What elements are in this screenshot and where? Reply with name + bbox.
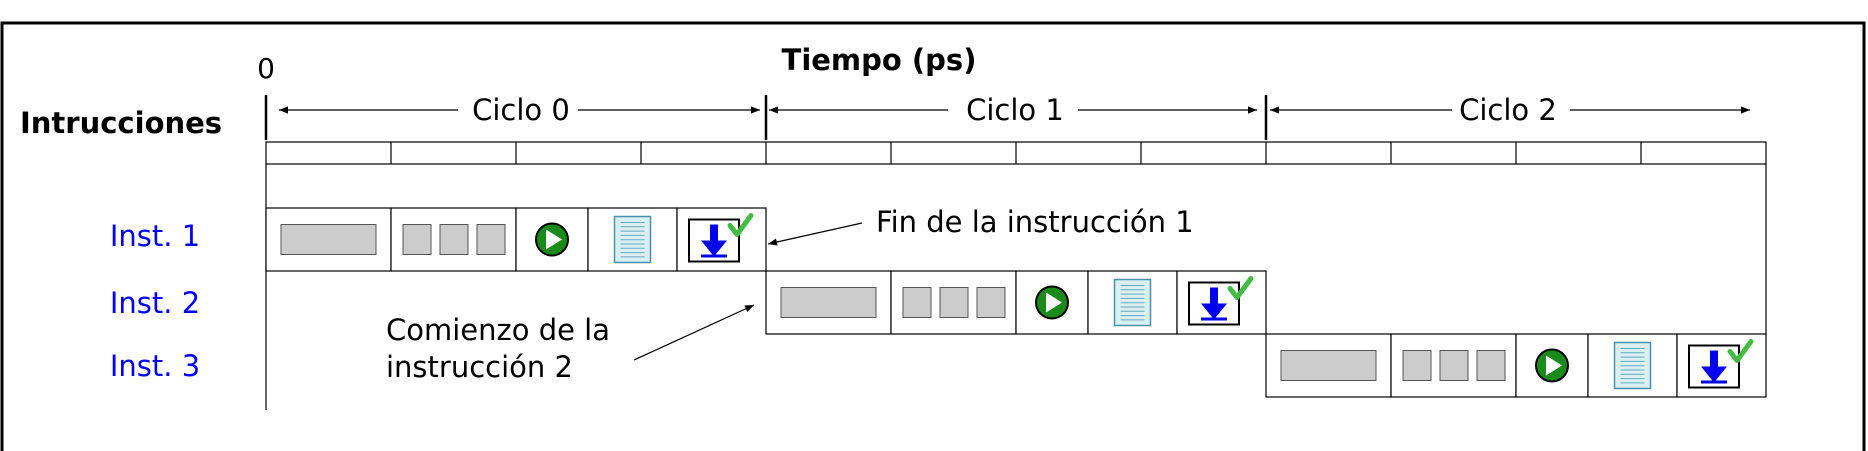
row-header: Intrucciones [20, 106, 222, 140]
instruction-label-3: Inst. 3 [110, 349, 200, 383]
start-instruction-2-label-line2: instrucción 2 [386, 350, 573, 384]
pipeline-rows [265, 207, 1767, 398]
fetch-box-icon [1280, 350, 1377, 381]
time-origin-label: 0 [257, 52, 275, 85]
end-instruction-1-label: Fin de la instrucción 1 [876, 205, 1194, 239]
decode-registers-icon [1402, 350, 1506, 381]
memory-document-icon [1613, 341, 1652, 390]
time-axis-title: Tiempo (ps) [782, 43, 977, 77]
memory-document-icon [613, 215, 652, 264]
writeback-download-check-icon [688, 213, 754, 263]
decode-registers-icon [402, 224, 506, 255]
writeback-download-check-icon [1688, 339, 1754, 389]
instruction-label-2: Inst. 2 [110, 286, 200, 320]
execute-play-icon [1035, 285, 1069, 320]
instruction-1-stages [265, 207, 767, 272]
execute-play-icon [535, 222, 569, 257]
cycle-2-label: Ciclo 2 [1459, 93, 1557, 127]
memory-document-icon [1113, 278, 1152, 327]
start-instruction-2-label-line1: Comienzo de la [386, 313, 610, 347]
instruction-label-1: Inst. 1 [110, 219, 200, 253]
end-instruction-1-arrow [767, 222, 863, 246]
writeback-download-check-icon [1188, 276, 1254, 326]
cycle-1-label: Ciclo 1 [966, 93, 1064, 127]
diagram-frame [0, 21, 1866, 451]
start-instruction-2-arrow [633, 304, 755, 361]
decode-registers-icon [902, 287, 1006, 318]
fetch-box-icon [280, 224, 377, 255]
cycle-0-label: Ciclo 0 [472, 93, 570, 127]
fetch-box-icon [780, 287, 877, 318]
time-scale-grid [265, 141, 1767, 334]
cycle-boundaries [264, 95, 1268, 140]
instruction-2-stages [765, 270, 1267, 335]
instruction-3-stages [1265, 333, 1767, 398]
execute-play-icon [1535, 348, 1569, 383]
